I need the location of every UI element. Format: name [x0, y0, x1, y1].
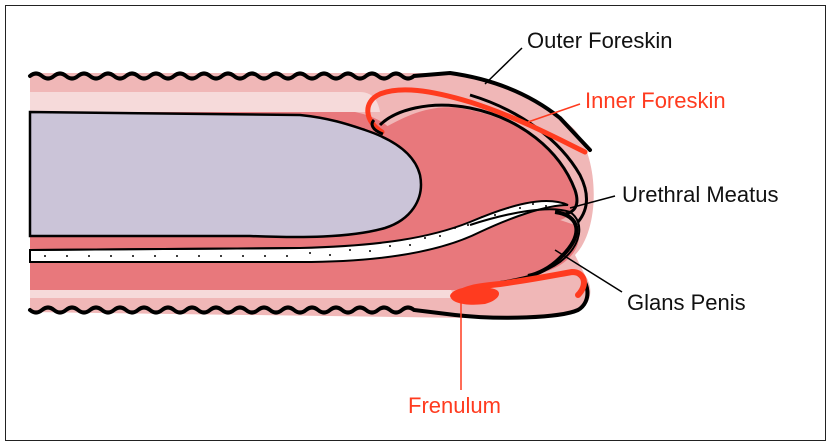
- urethra-dot: [439, 235, 441, 237]
- urethra-dot: [424, 237, 426, 239]
- glans-top-outline: [378, 103, 579, 216]
- label-frenulum: Frenulum: [408, 393, 501, 418]
- glans-tip-lip: [527, 210, 579, 278]
- urethral-meatus-leader: [569, 195, 616, 209]
- urethra-dot: [369, 250, 371, 252]
- urethra-dot: [132, 255, 134, 257]
- skin-pale-strip-bottom: [30, 288, 455, 298]
- urethra-dot: [507, 207, 509, 209]
- urethra-dot: [198, 255, 200, 257]
- urethra-dots: [44, 203, 547, 257]
- label-outer-foreskin: Outer Foreskin: [527, 28, 673, 53]
- inner-foreskin-highlight: [365, 87, 588, 155]
- urethra-dot: [242, 255, 244, 257]
- urethra-dot: [494, 214, 496, 216]
- inner-foreskin-leader: [527, 103, 581, 123]
- frenulum-blob: [450, 286, 500, 305]
- label-urethral-meatus: Urethral Meatus: [622, 182, 779, 207]
- label-inner-foreskin: Inner Foreskin: [585, 88, 726, 113]
- urethra-dot: [154, 255, 156, 257]
- skin-top-edge: [28, 70, 592, 152]
- urethra-dot: [532, 203, 534, 205]
- urethra-dot: [286, 255, 288, 257]
- skin-pale-strip-top: [30, 92, 380, 112]
- urethra-dot: [110, 255, 112, 257]
- urethra-dot: [264, 255, 266, 257]
- shaft-core: [28, 110, 423, 239]
- urethra-dot: [329, 254, 331, 256]
- skin-bottom-edge: [28, 270, 590, 320]
- urethra-dot: [389, 245, 391, 247]
- urethra-dot: [88, 255, 90, 257]
- urethra-dot: [467, 224, 469, 226]
- inner-foreskin-fold: [370, 118, 384, 136]
- urethra-dot: [44, 255, 46, 257]
- urethra-dot: [309, 252, 311, 254]
- urethra-dot: [409, 244, 411, 246]
- label-glans-penis: Glans Penis: [627, 290, 746, 315]
- outer-foreskin-leader: [484, 47, 523, 85]
- urethra-channel: [29, 200, 569, 263]
- foreskin-rim-top: [469, 93, 588, 223]
- urethra-dot: [481, 216, 483, 218]
- urethra-dot: [454, 227, 456, 229]
- urethra-dot: [176, 255, 178, 257]
- glans-penis-leader: [554, 249, 623, 293]
- urethra-dot: [349, 249, 351, 251]
- urethra-dot: [66, 255, 68, 257]
- urethra-dot: [545, 205, 547, 207]
- urethra-dot: [519, 207, 521, 209]
- urethra-dot: [220, 255, 222, 257]
